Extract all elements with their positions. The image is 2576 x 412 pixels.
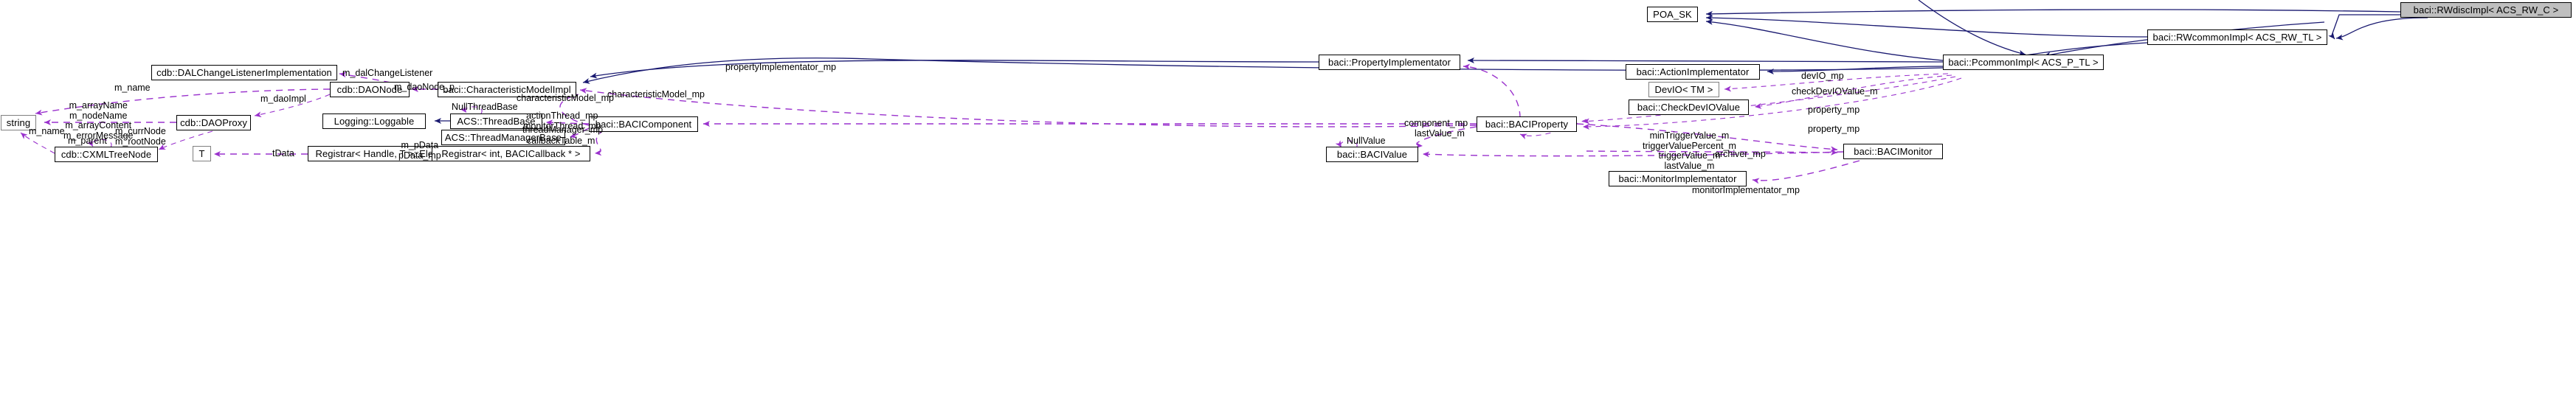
edge-label-nullvalue: NullValue [1347,136,1386,146]
edge-label-m-daonode-p: m_daoNode_p [394,82,455,92]
node-label: POA_SK [1653,9,1692,20]
edge-label-component-mp: component_mp [1404,118,1468,128]
node-label: baci::BACIComponent [595,119,692,130]
node-label: string [6,117,31,128]
edge-label-nullthreadbase: NullThreadBase [452,102,518,112]
node-bacicomponent[interactable]: baci::BACIComponent [589,116,698,132]
node-label: Registrar< int, BACICallback * > [441,148,581,159]
edge-label-action-monitor-thread-mp: actionThread_mp monitorThread_mp [523,111,601,131]
node-t[interactable]: T [193,146,211,161]
node-label: baci::BACIProperty [1485,119,1569,130]
edge-rwdiscimpl-rwcommonimpl [2328,14,2400,40]
edge-label-tdata: tData [272,148,294,158]
edge-label-characteristicmodel-mp-a: characteristicModel_mp [517,93,614,103]
edge-label-monitorimplementator-mp: monitorImplementator_mp [1692,185,1800,195]
node-label: baci::RWdiscImpl< ACS_RW_C > [2413,4,2559,15]
edge-label-trigger-group: minTriggerValue_m triggerValuePercent_m … [1643,130,1736,171]
node-label: baci::BACIMonitor [1854,146,1933,157]
node-monitorimplementator[interactable]: baci::MonitorImplementator [1609,171,1747,186]
node-bacivalue[interactable]: baci::BACIValue [1326,147,1418,162]
node-label: Logging::Loggable [334,116,415,127]
edge-label-string-members: m_arrayName m_nodeName m_arrayContent m_… [63,100,134,141]
edge-label-characteristicmodel-mp-b: characteristicModel_mp [607,89,705,99]
node-daonode[interactable]: cdb::DAONode [330,82,410,97]
node-characteristicmodelimpl[interactable]: baci::CharacteristicModelImpl [438,82,576,97]
edge-label-lastvalue-m-top: lastValue_m [1415,128,1465,139]
edge-label-m-name-top: m_name [114,83,151,93]
node-acs-threadmanagerbase[interactable]: ACS::ThreadManagerBase [441,130,565,145]
node-acs-threadbase[interactable]: ACS::ThreadBase [450,114,542,129]
node-label: Registrar< Handle, T >::Element [315,148,455,159]
node-label: cdb::DAONode [336,84,403,95]
edge-label-property-mp-1: property_mp [1808,105,1860,115]
node-rwcommonimpl[interactable]: baci::RWcommonImpl< ACS_RW_TL > [2147,29,2327,45]
node-poa-sk[interactable]: POA_SK [1647,7,1698,22]
node-dalchangelistenerimplementation[interactable]: cdb::DALChangeListenerImplementation [151,65,337,80]
edge-label-m-daoimpl: m_daoImpl [260,94,306,104]
edge-label-m-pdata: m_pData pData_mp [398,140,441,161]
node-label: baci::CharacteristicModelImpl [443,84,571,95]
edge-label-archiver-mp: archiver_mp [1715,149,1766,159]
node-label: DevIO< TM > [1654,84,1713,95]
node-label: cdb::CXMLTreeNode [61,149,152,160]
node-string[interactable]: string [1,115,36,130]
node-label: baci::RWcommonImpl< ACS_RW_TL > [2152,32,2322,43]
node-label: cdb::DALChangeListenerImplementation [156,67,332,78]
node-daoproxy[interactable]: cdb::DAOProxy [176,115,251,130]
node-cxmltreenode[interactable]: cdb::CXMLTreeNode [55,147,158,162]
node-logging-loggable[interactable]: Logging::Loggable [322,114,426,129]
node-label: baci::ActionImplementator [1636,66,1750,77]
edge-label-m-name-left: m_name [29,126,65,136]
node-label: baci::PropertyImplementator [1328,57,1451,68]
node-registrar-int-bacicallback[interactable]: Registrar< int, BACICallback * > [432,146,590,161]
edge-label-m-dalchangelistener: m_dalChangeListener [342,68,433,78]
edge-label-callbacktable-m: callbackTable_m [527,136,595,146]
edge-label-m-currnode-rootnode: m_currNode m_rootNode [115,126,166,147]
node-devio-tm[interactable]: DevIO< TM > [1648,82,1719,97]
node-label: ACS::ThreadManagerBase [444,132,562,143]
node-pcommonimpl[interactable]: baci::PcommonImpl< ACS_P_TL > [1943,55,2104,70]
node-bacimonitor[interactable]: baci::BACIMonitor [1843,144,1943,159]
edge-label-devio-mp: devIO_mp [1801,71,1844,81]
node-label: baci::CheckDevIOValue [1637,102,1741,113]
node-checkdeviovalue[interactable]: baci::CheckDevIOValue [1629,99,1749,115]
edge-label-property-mp-2: property_mp [1808,124,1860,134]
node-actionimplementator[interactable]: baci::ActionImplementator [1626,64,1760,80]
node-label: cdb::DAOProxy [180,117,247,128]
edge-label-m-parent: m_parent [68,136,107,146]
edge-label-propertyimplementator-mp: propertyImplementator_mp [725,62,837,72]
edge-label-threadmanager-mp: threadManager_mp [522,125,604,135]
node-label: baci::BACIValue [1336,149,1408,160]
edge-label-checkdeviovalue-m: checkDevIOValue_m [1792,86,1878,97]
node-rwdiscimpl[interactable]: baci::RWdiscImpl< ACS_RW_C > [2400,2,2572,18]
node-baciproperty[interactable]: baci::BACIProperty [1477,116,1577,132]
node-label: baci::MonitorImplementator [1618,173,1737,184]
node-label: T [198,148,205,159]
node-label: baci::PcommonImpl< ACS_P_TL > [1948,57,2099,68]
node-registrar-handle-element[interactable]: Registrar< Handle, T >::Element [308,146,463,161]
node-label: ACS::ThreadBase [457,116,536,127]
node-propertyimplementator[interactable]: baci::PropertyImplementator [1319,55,1460,70]
